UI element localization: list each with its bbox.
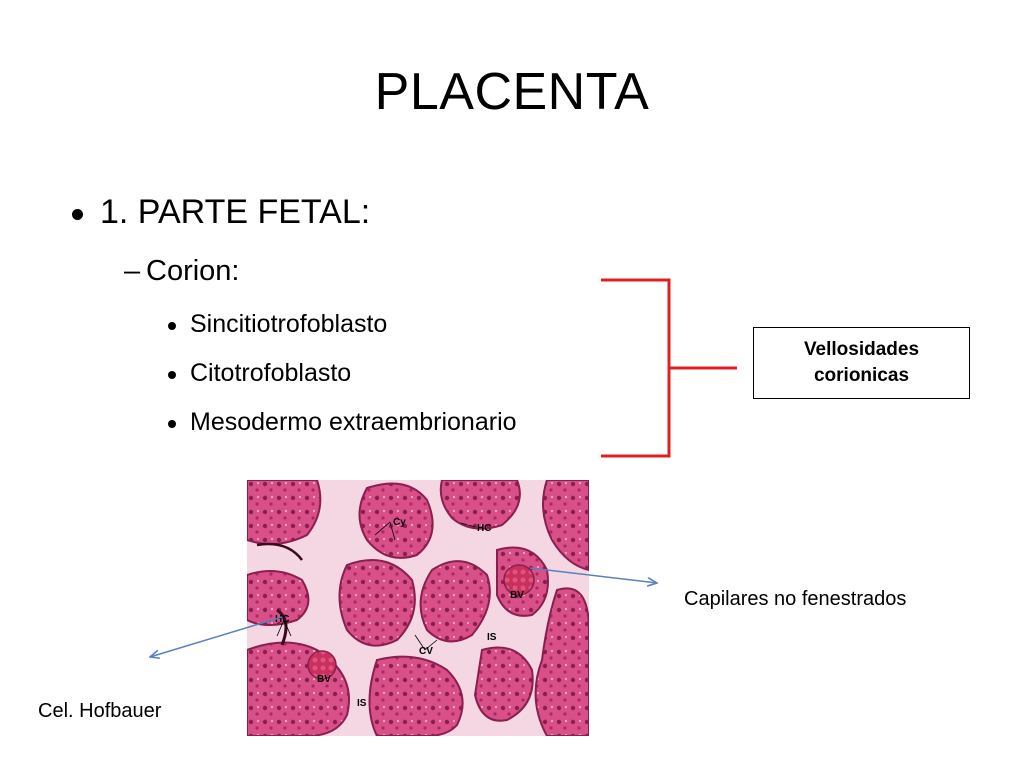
label-cy: Cy bbox=[393, 517, 406, 528]
histology-image: Cy HC BV HC BV CV IS IS bbox=[247, 480, 589, 736]
vellosidades-box: Vellosidades corionicas bbox=[753, 327, 970, 399]
label-bv-bottom: BV bbox=[317, 674, 331, 685]
caption-capilares: Capilares no fenestrados bbox=[684, 588, 907, 610]
label-is-mid: IS bbox=[487, 632, 497, 643]
bullet-corion: Corion: bbox=[146, 255, 240, 287]
bullet-dot bbox=[168, 420, 176, 428]
bullet-dot bbox=[168, 371, 176, 379]
vellosidades-line2: corionicas bbox=[813, 365, 910, 386]
bullet-dot bbox=[72, 209, 83, 220]
slide-title: PLACENTA bbox=[374, 63, 650, 121]
label-bv-right: BV bbox=[510, 590, 524, 601]
vellosidades-line1: Vellosidades bbox=[803, 339, 920, 360]
label-is-bottom: IS bbox=[357, 698, 367, 709]
bullet-citotrofoblasto: Citotrofoblasto bbox=[190, 359, 352, 387]
bullet-sincitiotrofoblasto: Sincitiotrofoblasto bbox=[190, 310, 388, 338]
caption-hofbauer: Cel. Hofbauer bbox=[38, 700, 162, 722]
label-cv: CV bbox=[419, 646, 433, 657]
bullet-dot bbox=[168, 322, 176, 330]
dash-marker: – bbox=[124, 255, 141, 287]
label-hc-left: HC bbox=[275, 614, 289, 625]
bullet-parte-fetal: 1. PARTE FETAL: bbox=[100, 193, 371, 231]
arrow-hofbauer bbox=[150, 616, 283, 657]
red-bracket bbox=[601, 278, 737, 458]
bullet-mesodermo: Mesodermo extraembrionario bbox=[190, 408, 517, 436]
arrow-capilares bbox=[529, 567, 657, 583]
label-hc-top: HC bbox=[477, 523, 491, 534]
